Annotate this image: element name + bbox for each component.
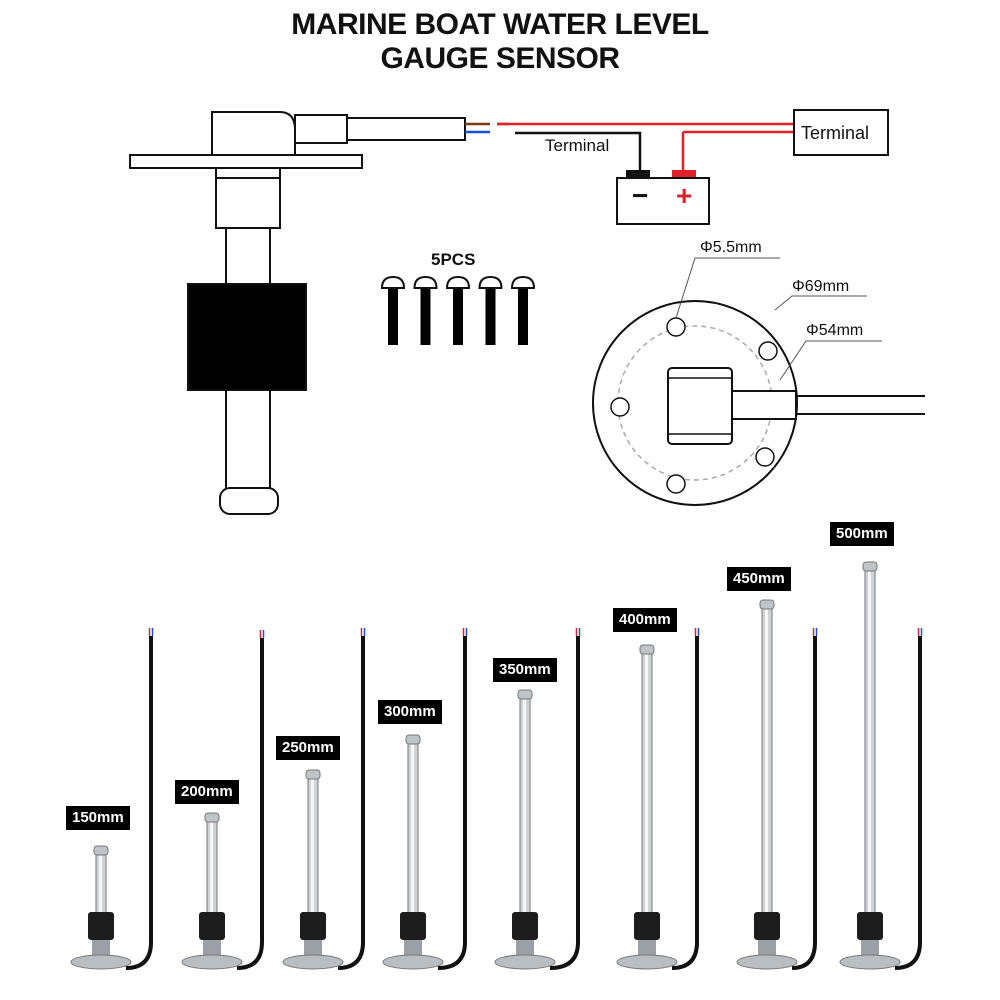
outer-diameter-label: Φ69mm: [792, 278, 850, 295]
sensor-rod-upper: [225, 227, 271, 285]
sensor-flange: [494, 954, 556, 970]
terminal-left-label: Terminal: [545, 136, 610, 155]
sensor-flange: [839, 954, 901, 970]
screw-icon: [380, 275, 406, 345]
sensor-end-cap: [219, 487, 279, 515]
sensor-cable-sleeve: [294, 114, 348, 144]
sensor-float: [88, 912, 114, 940]
sensor-cable: [894, 636, 922, 970]
sensor-unit: [839, 561, 923, 970]
flange-elbow: [667, 367, 733, 445]
sensor-cap: [639, 644, 655, 655]
screw-icon: [510, 275, 536, 345]
length-badge-150: 150mm: [66, 806, 130, 830]
sensor-float: [400, 912, 426, 940]
length-badge-400: 400mm: [613, 608, 677, 632]
sensor-unit: [282, 628, 366, 970]
screws-group: [380, 275, 536, 345]
screw-icon: [478, 275, 503, 345]
sensor-cable: [671, 636, 699, 970]
sensor-unit: [494, 628, 581, 970]
sensor-flange: [129, 154, 363, 169]
length-badge-500: 500mm: [830, 522, 894, 546]
screw-icon: [413, 275, 438, 345]
sensor-cable: [337, 636, 365, 970]
sensor-float: [512, 912, 538, 940]
sensor-float: [199, 912, 225, 940]
sensor-cap: [405, 734, 421, 745]
flange-top-view: [592, 257, 925, 506]
sensor-flange: [282, 954, 344, 970]
sensor-unit: [616, 628, 700, 970]
sensor-lineup: [70, 561, 923, 970]
sensor-flange: [736, 954, 798, 970]
sensor-float: [857, 912, 883, 940]
sensor-unit: [181, 630, 265, 970]
sensor-cap: [305, 769, 321, 780]
sensor-flange: [181, 954, 243, 970]
sensor-flange: [382, 954, 444, 970]
sensor-cable-jacket: [346, 117, 466, 141]
sensor-side-view: [129, 111, 466, 515]
sensor-cap: [862, 561, 878, 572]
battery-plus-sign: +: [676, 180, 693, 211]
length-badge-450: 450mm: [727, 567, 791, 591]
flange-cable: [796, 395, 925, 415]
sensor-float: [187, 283, 307, 391]
sensor-cap: [759, 599, 775, 610]
length-badge-250: 250mm: [276, 736, 340, 760]
sensor-cable: [549, 636, 580, 970]
sensor-float: [634, 912, 660, 940]
length-badge-300: 300mm: [378, 700, 442, 724]
sensor-cap: [517, 689, 533, 700]
sensor-cable: [236, 638, 264, 970]
length-badge-350: 350mm: [493, 658, 557, 682]
sensor-float: [754, 912, 780, 940]
sensor-cap: [93, 845, 109, 856]
sensor-float: [300, 912, 326, 940]
bolt-circle-label: Φ54mm: [806, 322, 864, 339]
sensor-flange: [616, 954, 678, 970]
sensor-rod-lower: [225, 389, 271, 491]
leader-hole: [675, 257, 780, 319]
sensor-elbow: [211, 111, 296, 156]
terminal-box: [793, 109, 889, 156]
sensor-unit: [382, 628, 468, 970]
wire-black: [515, 131, 642, 170]
leader-outer: [774, 295, 867, 311]
screw-icon: [445, 275, 471, 345]
sensor-unit: [736, 599, 818, 970]
sensor-cable: [791, 636, 817, 970]
sensor-unit: [70, 628, 154, 970]
battery-minus-sign: −: [632, 180, 649, 211]
wiring-diagram: [465, 122, 794, 170]
hole-diameter-label: Φ5.5mm: [700, 239, 762, 256]
battery-icon: [616, 170, 710, 225]
sensor-cap: [204, 812, 220, 823]
title-line-1: MARINE BOAT WATER LEVEL: [291, 8, 709, 41]
sensor-cable: [125, 636, 153, 970]
title-line-2: GAUGE SENSOR: [380, 42, 620, 75]
leader-boltcircle: [779, 340, 882, 381]
sensor-cable: [437, 636, 467, 970]
terminal-right-label: Terminal: [801, 123, 870, 143]
screws-label: 5PCS: [431, 250, 476, 269]
length-badge-200: 200mm: [175, 780, 239, 804]
sensor-flange: [70, 954, 132, 970]
